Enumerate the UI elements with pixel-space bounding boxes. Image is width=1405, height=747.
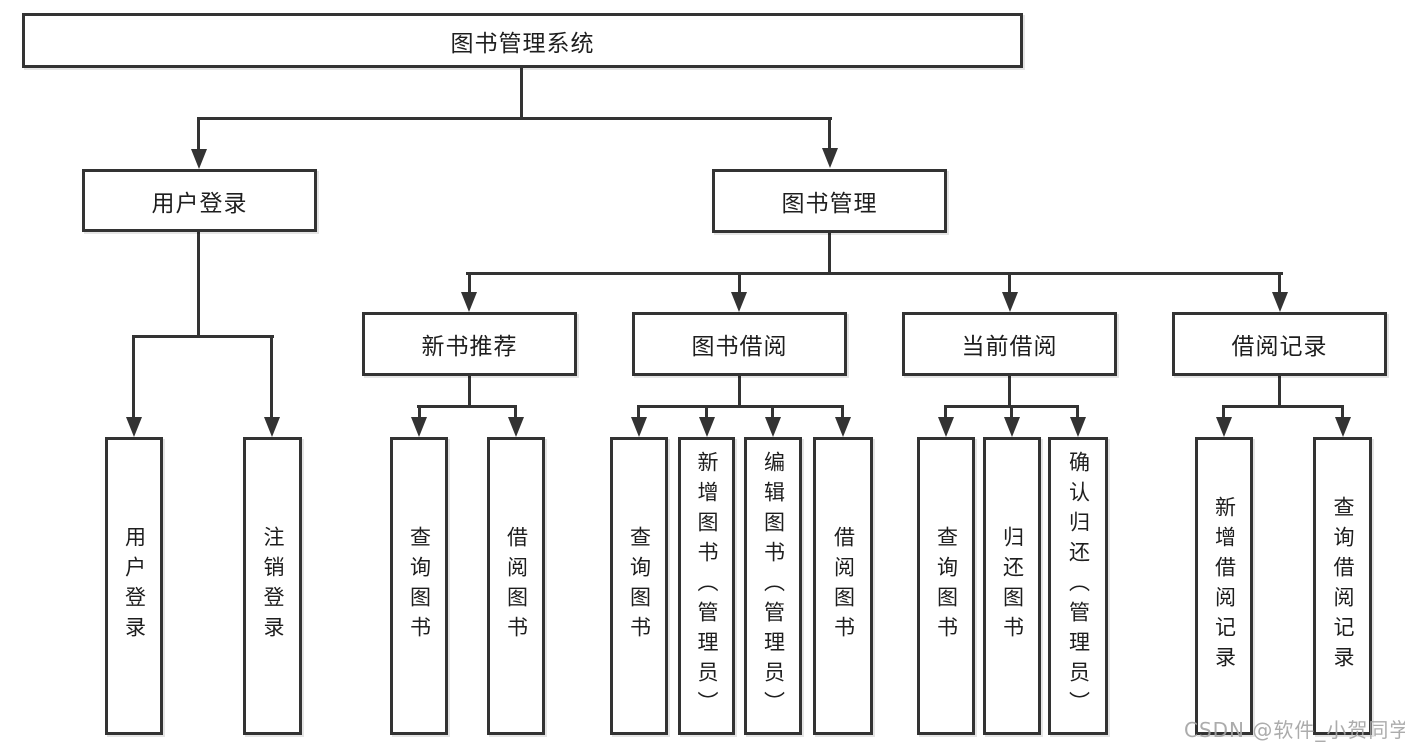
leaf-label: 借阅图书 <box>504 526 529 646</box>
connector-line <box>828 117 831 149</box>
connector-line <box>1008 376 1011 407</box>
node-book-management-label: 图书管理 <box>781 191 878 217</box>
connector-line <box>520 68 523 118</box>
connector-line <box>1076 405 1079 419</box>
connector-line <box>197 232 200 336</box>
leaf-user-login: 用户登录 <box>105 437 163 735</box>
connector-line <box>637 405 844 408</box>
arrow-down-icon <box>1216 417 1232 437</box>
connector-line <box>132 335 274 338</box>
arrow-down-icon <box>508 417 524 437</box>
arrow-down-icon <box>191 149 207 169</box>
arrow-down-icon <box>1335 417 1351 437</box>
arrow-down-icon <box>938 417 954 437</box>
leaf-borrow-books-borrow: 借阅图书 <box>813 437 873 735</box>
arrow-down-icon <box>1070 417 1086 437</box>
connector-line <box>468 272 471 293</box>
node-user-login-label: 用户登录 <box>151 190 248 217</box>
connector-line <box>705 405 708 419</box>
leaf-label: 确认归还（管理员） <box>1066 451 1091 721</box>
arrow-down-icon <box>822 148 838 168</box>
csdn-watermark: CSDN @软件_小贺同学 <box>1184 718 1405 742</box>
node-current-borrow: 当前借阅 <box>902 312 1117 376</box>
leaf-label: 归还图书 <box>1000 526 1025 646</box>
leaf-label: 用户登录 <box>122 526 147 646</box>
node-root: 图书管理系统 <box>22 13 1023 68</box>
node-book-borrow-label: 图书借阅 <box>691 334 788 360</box>
connector-line <box>828 232 831 273</box>
node-current-borrow-label: 当前借阅 <box>961 334 1058 360</box>
node-book-borrow: 图书借阅 <box>632 312 847 376</box>
leaf-borrow-books-recommend: 借阅图书 <box>487 437 545 735</box>
leaf-label: 编辑图书（管理员） <box>761 451 786 721</box>
connector-line <box>1341 405 1344 419</box>
leaf-label: 借阅图书 <box>831 526 856 646</box>
arrow-down-icon <box>835 417 851 437</box>
leaf-label: 注销登录 <box>261 526 285 646</box>
connector-line <box>197 117 200 150</box>
connector-line <box>1222 405 1344 408</box>
leaf-add-book-admin: 新增图书（管理员） <box>678 437 735 735</box>
leaf-label: 新增图书（管理员） <box>695 451 719 721</box>
connector-line <box>132 335 135 418</box>
connector-line <box>1278 272 1281 293</box>
arrow-down-icon <box>1004 417 1020 437</box>
connector-line <box>1222 405 1225 419</box>
arrow-down-icon <box>461 292 477 312</box>
leaf-label: 新增借阅记录 <box>1212 496 1237 676</box>
arrow-down-icon <box>765 417 781 437</box>
node-new-book-recommend-label: 新书推荐 <box>421 334 518 360</box>
node-borrow-records: 借阅记录 <box>1172 312 1387 376</box>
connector-line <box>270 335 273 418</box>
node-root-label: 图书管理系统 <box>450 30 595 57</box>
leaf-confirm-return-admin: 确认归还（管理员） <box>1048 437 1108 735</box>
leaf-label: 查询图书 <box>934 526 959 646</box>
leaf-query-books-current: 查询图书 <box>917 437 975 735</box>
leaf-add-borrow-record: 新增借阅记录 <box>1195 437 1253 735</box>
leaf-query-books-borrow: 查询图书 <box>610 437 668 735</box>
leaf-edit-book-admin: 编辑图书（管理员） <box>744 437 802 735</box>
connector-line <box>738 376 741 407</box>
connector-line <box>198 117 832 120</box>
leaf-label: 查询图书 <box>627 526 652 646</box>
connector-line <box>771 405 774 419</box>
leaf-label: 查询图书 <box>407 526 432 646</box>
leaf-logout-login: 注销登录 <box>243 437 302 735</box>
connector-line <box>738 272 741 293</box>
connector-line <box>418 405 421 419</box>
connector-line <box>841 405 844 419</box>
node-user-login: 用户登录 <box>82 169 317 232</box>
arrow-down-icon <box>1272 292 1288 312</box>
arrow-down-icon <box>731 292 747 312</box>
connector-line <box>637 405 640 419</box>
arrow-down-icon <box>1002 292 1018 312</box>
node-new-book-recommend: 新书推荐 <box>362 312 577 376</box>
connector-line <box>466 272 1283 275</box>
arrow-down-icon <box>126 417 142 437</box>
leaf-return-book: 归还图书 <box>983 437 1041 735</box>
leaf-label: 查询借阅记录 <box>1331 496 1355 676</box>
arrow-down-icon <box>264 417 280 437</box>
connector-line <box>1008 272 1011 293</box>
connector-line <box>1278 376 1281 407</box>
leaf-query-borrow-record: 查询借阅记录 <box>1313 437 1372 735</box>
connector-line <box>417 405 517 408</box>
connector-line <box>468 376 471 407</box>
node-book-management: 图书管理 <box>712 169 947 233</box>
node-borrow-records-label: 借阅记录 <box>1231 334 1328 360</box>
arrow-down-icon <box>411 417 427 437</box>
connector-line <box>944 405 947 419</box>
connector-line <box>1010 405 1013 419</box>
connector-line <box>514 405 517 419</box>
leaf-query-books-recommend: 查询图书 <box>390 437 448 735</box>
arrow-down-icon <box>631 417 647 437</box>
arrow-down-icon <box>699 417 715 437</box>
